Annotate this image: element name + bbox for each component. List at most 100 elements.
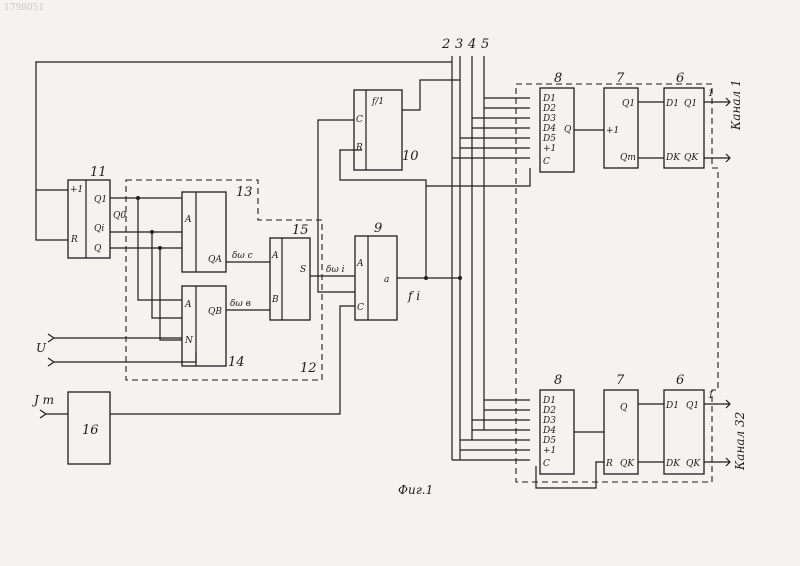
wire-9-10 [340,150,426,278]
wire-to-14-c [160,248,182,340]
b8b-number: 8 [554,373,562,388]
wire-feedback-r [36,190,68,240]
doc-id: 1798051 [4,3,44,13]
svg-text:Q1: Q1 [622,99,635,109]
b9-pin-c: C [357,303,364,313]
svg-text:D5: D5 [542,436,556,446]
svg-text:D1: D1 [665,401,679,411]
channel-top-tap: 1 [708,89,714,99]
block-7-bottom: 7 Q R QK [604,373,638,474]
signal-domega-b: δω в [230,299,251,309]
block-16-number: 16 [82,423,99,438]
svg-text:D3: D3 [542,114,556,124]
b10-label: f/1 [371,97,384,107]
signal-domega-i: δω i [326,265,345,275]
out-top-1 [704,98,730,106]
b15-pin-a: A [271,251,279,261]
svg-text:QK: QK [620,459,635,469]
b10-pin-c: C [356,115,363,125]
input-u: U [36,334,196,366]
svg-text:D2: D2 [542,406,556,416]
block-13-number: 13 [236,185,253,200]
bus-label-3: 3 [455,37,463,52]
block-14-number: 14 [228,355,245,370]
channel-1-label: Канал 1 [729,79,743,131]
input-jt-label: J т [31,393,54,407]
group-12-outline [126,180,322,380]
bus-taps-top [426,98,530,186]
out-bottom-k [704,458,730,466]
bus-label-4: 4 [467,37,476,52]
out-bottom-1 [704,400,730,408]
b13-pin-a: A [184,215,192,225]
signal-q0: Q0 [113,211,126,221]
wire-to-14-b [152,232,182,318]
b7b-number: 7 [616,373,625,388]
block-6-bottom: 6 D1 Q1 DK QK [664,373,704,474]
svg-text:Q: Q [620,403,628,413]
block-8-bottom: 8 D1 D2 D3 D4 D5 +1 C [540,373,574,474]
svg-text:Q1: Q1 [686,401,699,411]
b15-pin-b: B [271,295,279,305]
b8t-number: 8 [554,71,562,86]
svg-text:D4: D4 [542,124,556,134]
group-12-number: 12 [300,361,317,376]
bus-lines: 2 3 4 5 [441,37,489,460]
block-11: 11 +1 R Q1 Qi Q [68,165,110,258]
b9-pin-a: A [356,259,364,269]
svg-text:D1: D1 [542,94,556,104]
svg-text:QK: QK [684,153,699,163]
b10-pin-r: R [355,143,363,153]
svg-text:+1: +1 [543,144,556,154]
svg-text:DK: DK [665,153,681,163]
b11-pin-q1: Q1 [94,195,107,205]
wire-10-bus [402,80,460,110]
block-16: 16 [68,392,110,464]
channel-bottom-tap: 1 [708,391,714,401]
b14-pin-qb: QB [208,307,222,317]
b14-pin-n: N [184,336,194,346]
svg-text:Q: Q [564,125,572,135]
b13-pin-qa: QA [208,255,222,265]
bus-taps-bottom [452,400,530,460]
block-15: 15 A B S [270,223,310,320]
b11-pin-plus1: +1 [70,185,83,195]
b14-pin-a: A [184,300,192,310]
svg-text:Q1: Q1 [684,99,697,109]
b7t-number: 7 [616,71,625,86]
b6b-number: 6 [676,373,684,388]
figure-caption: Фиг.1 [398,483,433,497]
block-7-top: 7 +1 Q1 Qm [604,71,638,168]
svg-text:D2: D2 [542,104,556,114]
svg-text:QK: QK [686,459,701,469]
signal-domega-c: δω c [232,251,253,261]
block-15-number: 15 [292,223,309,238]
block-11-number: 11 [90,165,107,180]
svg-text:D3: D3 [542,416,556,426]
svg-text:D1: D1 [665,99,679,109]
out-top-k [704,154,730,162]
b11-pin-r: R [70,235,78,245]
svg-text:+1: +1 [543,446,556,456]
bus-label-2: 2 [441,37,450,52]
block-6-top: 6 D1 Q1 DK QK [664,71,704,168]
block-10: 10 C R f/1 [354,90,419,170]
b15-pin-s: S [300,265,306,275]
svg-text:D5: D5 [542,134,556,144]
svg-text:Qm: Qm [620,153,636,163]
input-jt-wire [40,410,68,418]
svg-text:R: R [605,459,613,469]
block-10-number: 10 [402,149,419,164]
svg-text:DK: DK [665,459,681,469]
input-u-label: U [36,341,47,355]
svg-text:C: C [543,459,550,469]
svg-text:D4: D4 [542,426,556,436]
channel-32-label: Канал 32 [733,412,747,471]
signal-fi: f i [407,289,420,303]
block-8-top: 8 D1 D2 D3 D4 D5 +1 C Q [540,71,574,172]
svg-text:+1: +1 [606,126,619,136]
bus-label-5: 5 [481,37,489,52]
svg-text:D1: D1 [542,396,556,406]
